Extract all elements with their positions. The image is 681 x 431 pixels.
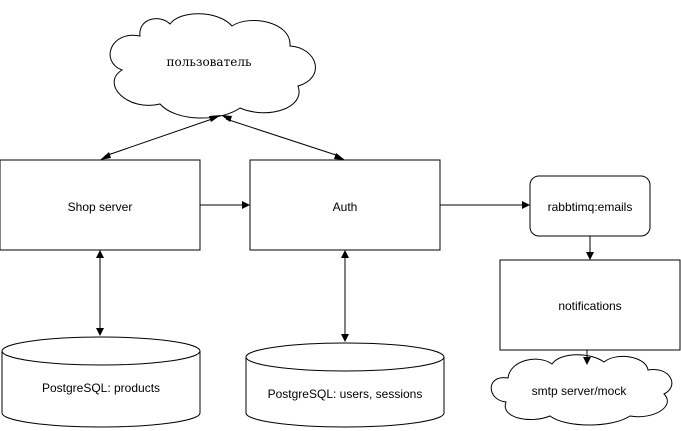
arrowhead	[522, 201, 530, 209]
pg-products-label: PostgreSQL: products	[42, 381, 160, 395]
notifications-label: notifications	[558, 299, 621, 313]
smtp-cloud-label: smtp server/mock	[532, 384, 628, 398]
arrowhead	[96, 328, 104, 336]
cloud-shape	[490, 354, 673, 426]
edge-auth-pg-users	[341, 250, 349, 342]
rabbitmq-node[interactable]: rabbtimq:emails	[529, 175, 651, 237]
auth-node[interactable]: Auth	[249, 159, 441, 251]
arrowhead	[209, 115, 221, 122]
user-cloud-label: пользователь	[167, 55, 252, 69]
arrowhead	[242, 201, 250, 209]
edge-notifications-smtp	[583, 350, 591, 365]
cloud-shape	[109, 13, 316, 119]
arrowhead	[334, 153, 345, 160]
notifications-node[interactable]: notifications	[499, 259, 681, 351]
auth-label: Auth	[333, 200, 358, 214]
edge-rabbitmq-notifications	[586, 236, 594, 260]
rabbitmq-label: rabbtimq:emails	[548, 200, 633, 214]
shop-server-box	[0, 159, 201, 251]
edge-shop-auth	[200, 201, 250, 209]
arrowhead	[341, 250, 349, 258]
arrowhead	[221, 115, 232, 122]
edge-shop-pg-products	[96, 250, 104, 336]
arrowhead	[341, 334, 349, 342]
notifications-box	[499, 259, 681, 351]
edge-auth-rabbitmq	[440, 201, 530, 209]
arrowhead	[583, 357, 591, 365]
shop-server-node[interactable]: Shop server	[0, 159, 201, 251]
arrowhead	[100, 152, 111, 160]
edge-user-auth	[221, 115, 345, 160]
pg-users-label: PostgreSQL: users, sessions	[268, 387, 423, 401]
arrowhead	[96, 250, 104, 258]
user-cloud-node[interactable]: пользователь	[109, 13, 316, 119]
cylinder-top	[1, 336, 201, 366]
pg-products-node[interactable]: PostgreSQL: products	[1, 336, 201, 428]
shop-server-label: Shop server	[68, 200, 133, 214]
edge-user-shop	[100, 115, 221, 160]
cylinder-body	[245, 357, 445, 428]
cylinder-top	[245, 342, 445, 372]
pg-users-node[interactable]: PostgreSQL: users, sessions	[245, 342, 445, 428]
smtp-cloud-node[interactable]: smtp server/mock	[490, 354, 673, 426]
arrowhead	[586, 252, 594, 260]
cylinder-body	[1, 351, 201, 428]
